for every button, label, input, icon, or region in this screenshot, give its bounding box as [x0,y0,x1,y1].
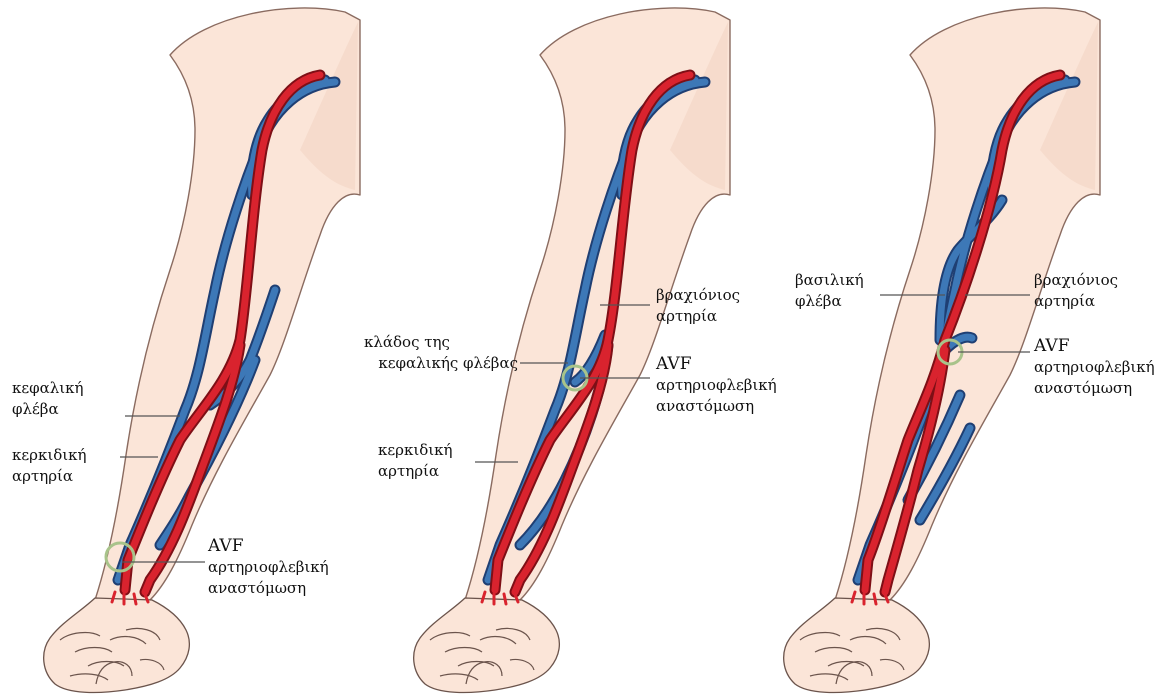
brachial-artery-label: βραχιόνιος αρτηρία [1034,270,1118,312]
avf-label: AVF αρτηριοφλεβική αναστόμωση [1034,336,1155,399]
label-line: αρτηριοφλεβική [1034,357,1155,378]
label-line: αρτηρία [1034,291,1118,312]
avf-label: AVF αρτηριοφλεβική αναστόμωση [656,354,777,417]
label-line: AVF [208,536,329,557]
label-line: αρτηρία [378,461,453,482]
label-line: αναστόμωση [1034,378,1155,399]
label-line: κερκιδική [378,440,453,461]
basilic-vein-label: βασιλική φλέβα [795,270,864,312]
label-line: κεφαλικής φλέβας [338,353,518,374]
label-line: αναστόμωση [208,578,329,599]
label-line: βραχιόνιος [1034,270,1118,291]
label-line: αναστόμωση [656,396,777,417]
label-line: κεφαλική [12,378,84,399]
radial-artery-label: κερκιδική αρτηρία [12,445,87,487]
cephalic-branch-label: κλάδος της κεφαλικής φλέβας [338,332,518,374]
label-line: AVF [1034,336,1155,357]
label-line: αρτηριοφλεβική [656,375,777,396]
label-line: κερκιδική [12,445,87,466]
label-line: αρτηριοφλεβική [208,557,329,578]
label-line: φλέβα [795,291,864,312]
radial-artery-label: κερκιδική αρτηρία [378,440,453,482]
label-line: AVF [656,354,777,375]
label-line: βραχιόνιος [656,285,740,306]
label-line: φλέβα [12,399,84,420]
label-line: βασιλική [795,270,864,291]
label-line: αρτηρία [656,306,740,327]
label-line: κλάδος της [338,332,518,353]
avf-label: AVF αρτηριοφλεβική αναστόμωση [208,536,329,599]
brachial-artery-label: βραχιόνιος αρτηρία [656,285,740,327]
cephalic-vein-label: κεφαλική φλέβα [12,378,84,420]
label-line: αρτηρία [12,466,87,487]
